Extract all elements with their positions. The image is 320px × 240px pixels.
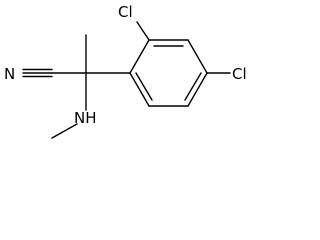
ring-bond-c1-c2 — [129, 39, 150, 74]
ring-bond-c4-c5 — [187, 72, 208, 107]
bond-ring-cl-ortho — [136, 21, 150, 41]
ring-double-bond-c6-c1 — [135, 72, 153, 101]
atom-label-nitrile-n: N — [4, 65, 15, 83]
atom-label-cl-ortho: Cl — [118, 3, 133, 21]
structure-diagram: N NH Cl Cl — [4, 3, 247, 139]
atom-label-cl-para: Cl — [232, 65, 247, 83]
ring-double-bond-c4-c5 — [184, 72, 202, 101]
bond-nh-methyl — [51, 123, 78, 139]
atom-label-amine-nh: NH — [74, 109, 97, 127]
ring-bond-c3-c4 — [187, 39, 208, 74]
ring-bond-c6-c1 — [129, 72, 150, 107]
